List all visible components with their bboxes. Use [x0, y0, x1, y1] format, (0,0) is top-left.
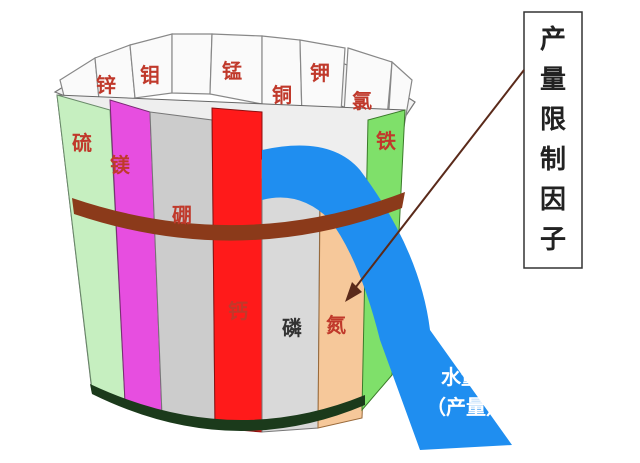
label-copper: 铜	[272, 83, 292, 107]
stave-phosphorus	[261, 174, 321, 433]
label-potassium: 钾	[310, 61, 330, 85]
label-zinc: 锌	[96, 73, 116, 97]
side-char-6: 子	[540, 225, 566, 255]
barrel-hoop	[72, 192, 405, 241]
back-staves	[59, 33, 413, 152]
side-char-3: 限	[540, 105, 566, 135]
barrel-base	[90, 384, 365, 431]
label-molybdenum: 钼	[140, 63, 160, 87]
label-sulfur: 硫	[72, 131, 92, 155]
side-char-4: 制	[540, 145, 566, 175]
label-nitrogen: 氮	[326, 313, 346, 337]
label-calcium: 钙	[228, 299, 248, 323]
label-manganese: 锰	[222, 59, 242, 83]
water-label-1: 水量	[441, 365, 481, 389]
label-magnesium: 镁	[110, 153, 130, 177]
limiting-factor-box	[523, 11, 583, 269]
label-phosphorus: 磷	[282, 316, 302, 340]
arrow-head	[345, 282, 362, 302]
side-char-1: 产	[540, 25, 566, 55]
label-chlorine: 氯	[352, 89, 372, 113]
label-boron: 硼	[172, 203, 192, 227]
arrow-line	[351, 69, 525, 293]
water-label-2: （产量）	[426, 395, 506, 419]
side-char-5: 因	[540, 185, 566, 215]
label-iron: 铁	[376, 129, 396, 153]
stave-calcium	[211, 107, 263, 433]
water-stream	[262, 145, 512, 450]
side-char-2: 量	[540, 65, 566, 95]
